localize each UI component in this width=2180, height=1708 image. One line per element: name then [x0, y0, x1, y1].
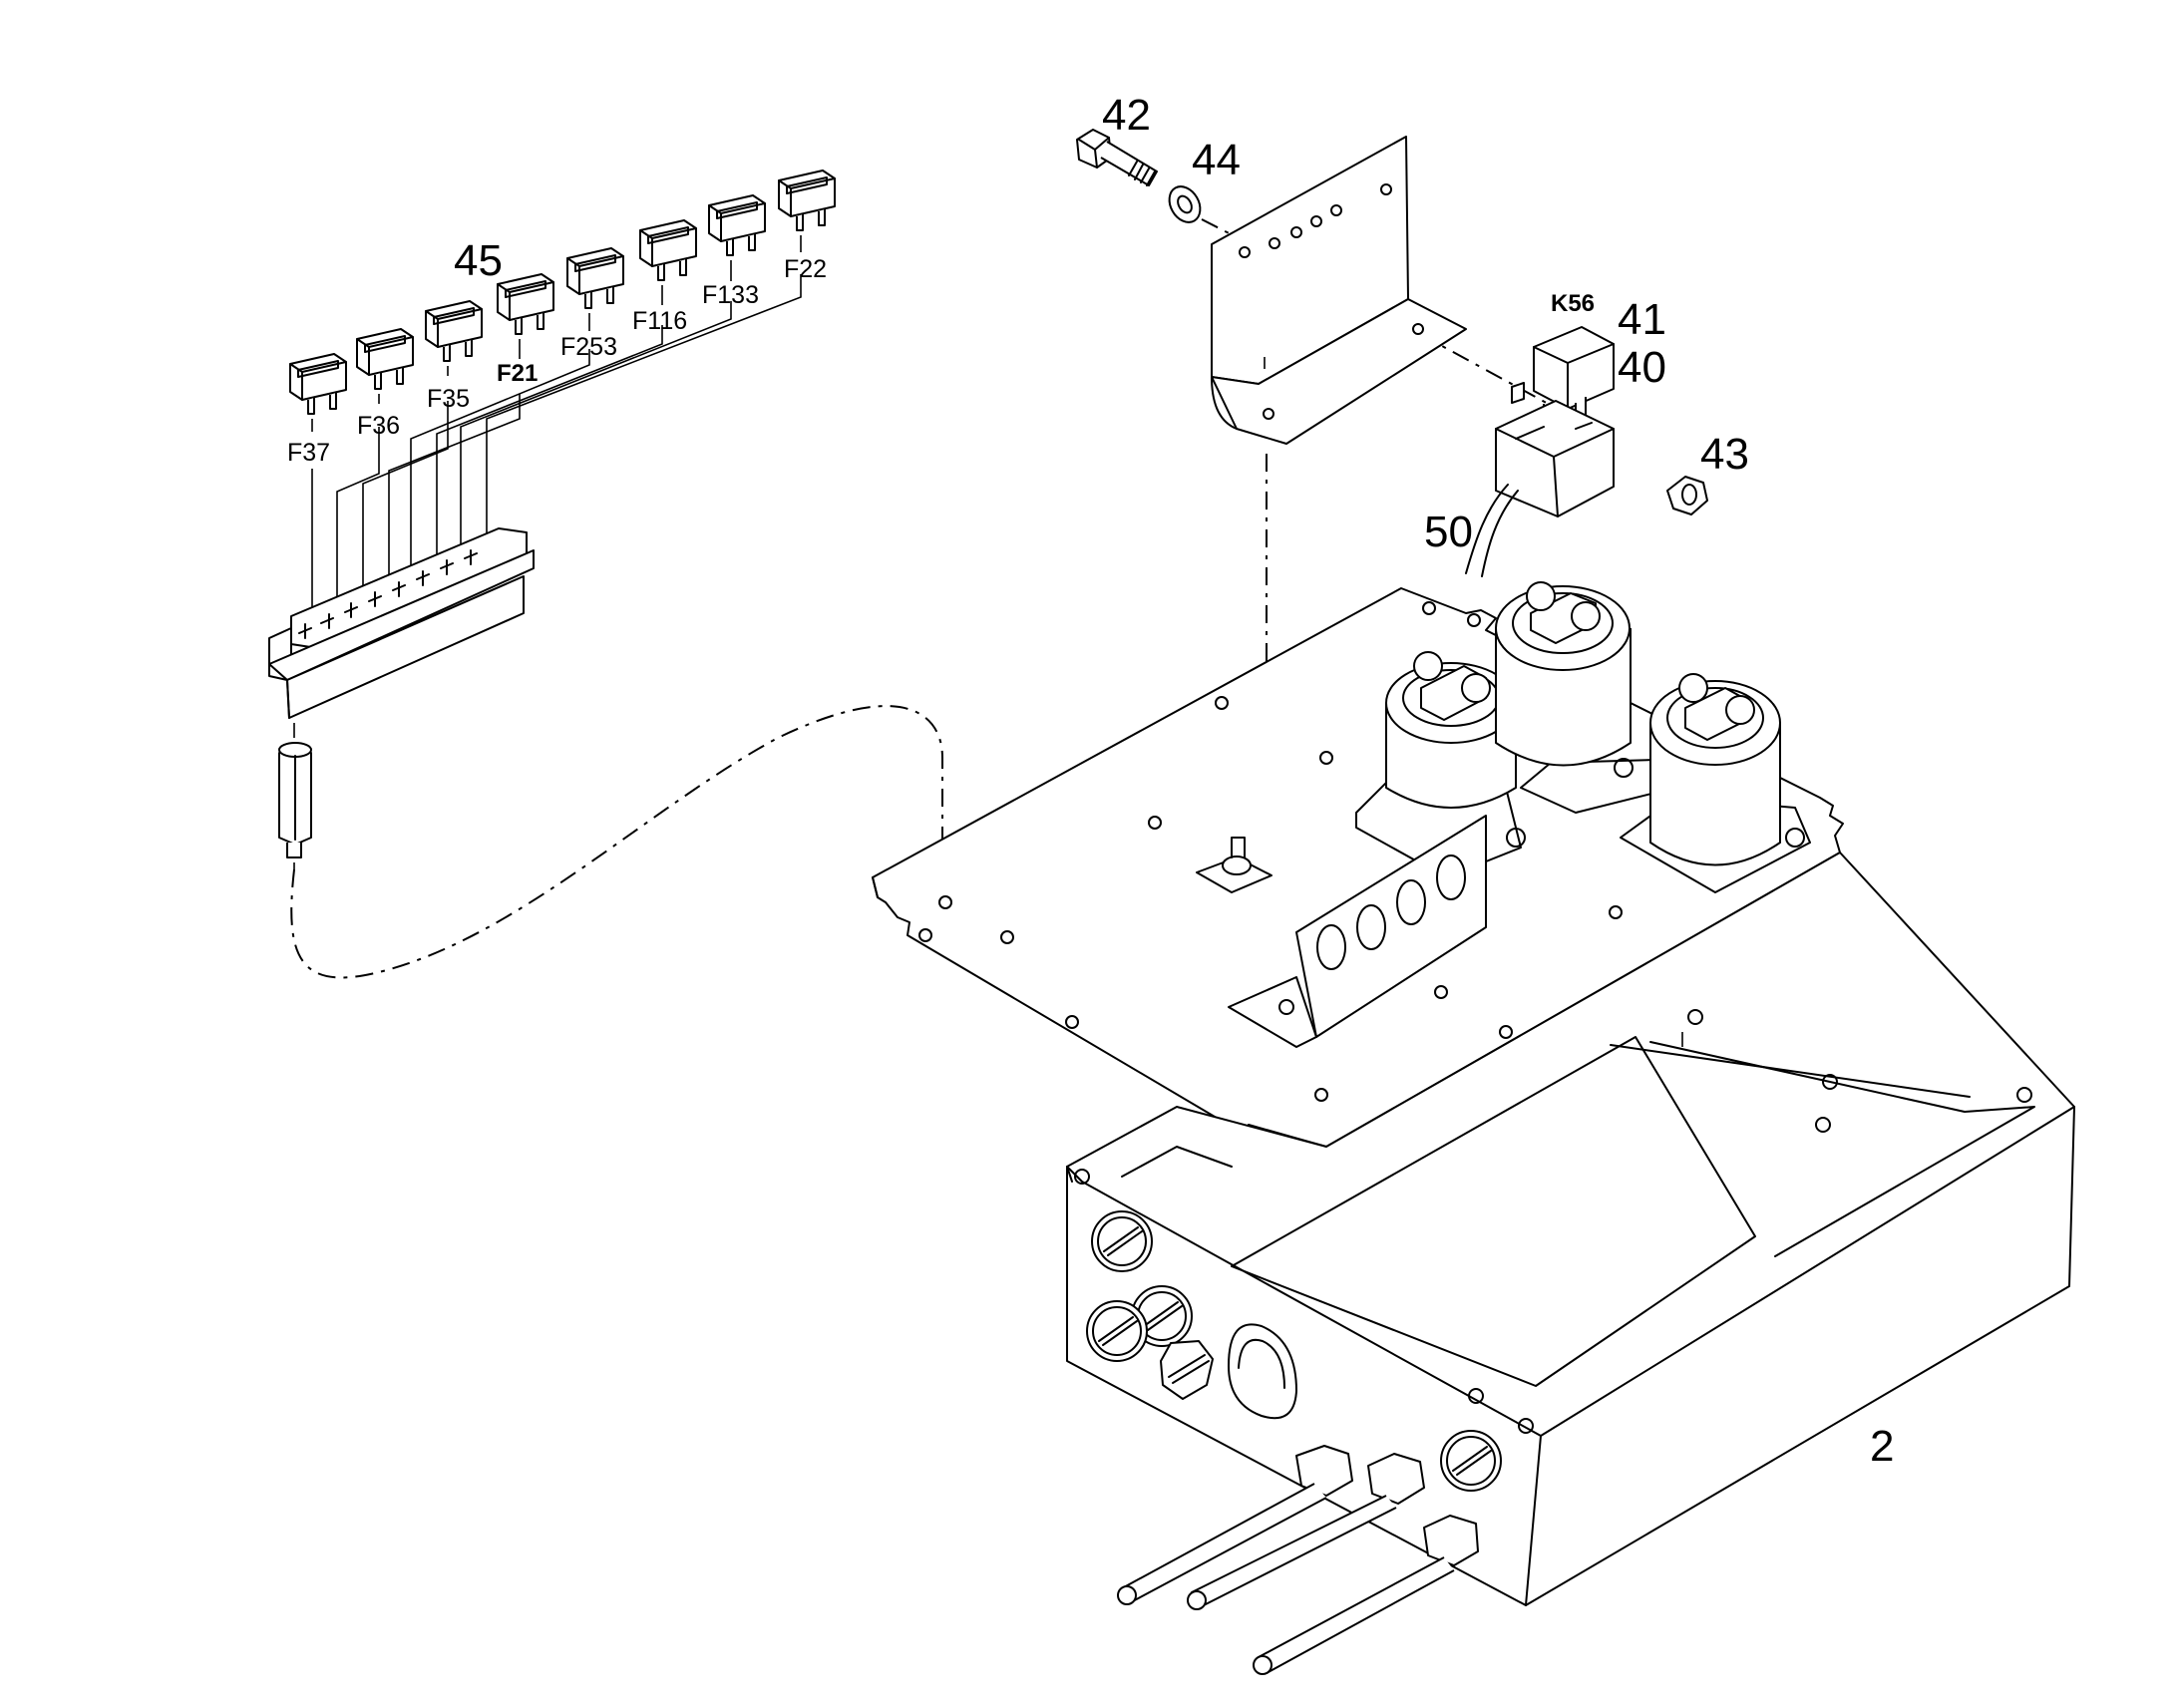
- label-f36: F36: [357, 412, 400, 440]
- fuse-f116: [639, 219, 697, 281]
- washer-44: [1168, 185, 1202, 223]
- fuse-f21: [497, 273, 554, 335]
- label-f116: F116: [632, 307, 687, 335]
- relay-socket-40: [1465, 400, 1615, 577]
- callout-2: 2: [1870, 1422, 1894, 1471]
- contactor-2: [1495, 581, 1676, 814]
- terminal-bracket: [1196, 815, 1487, 1048]
- fuse-f253: [566, 247, 624, 309]
- callout-43: 43: [1700, 430, 1749, 479]
- callout-50: 50: [1424, 508, 1473, 556]
- label-f37: F37: [287, 439, 330, 467]
- callout-45: 45: [454, 236, 503, 285]
- relay-mounting-bracket: [1211, 136, 1467, 445]
- label-f22: F22: [784, 255, 827, 283]
- cable-glands: [1086, 1210, 1502, 1566]
- enclosure-box-2: [1066, 852, 2075, 1606]
- callout-41: 41: [1618, 295, 1666, 344]
- bolt-42: [1076, 129, 1158, 186]
- fuse-f133: [708, 194, 766, 256]
- label-f133: F133: [702, 281, 759, 309]
- contactor-3: [1620, 673, 1811, 893]
- fuse-f37: [289, 353, 347, 415]
- fuse-f36: [356, 328, 414, 390]
- spacer-standoff: [278, 723, 312, 869]
- fuse-holder-block: [268, 527, 535, 719]
- label-f21: F21: [497, 360, 538, 387]
- nut-43: [1666, 476, 1708, 515]
- fuse-f35: [425, 300, 483, 362]
- mounting-path-line: [290, 705, 943, 979]
- callout-40: 40: [1618, 343, 1666, 392]
- fuse-f22: [778, 170, 836, 231]
- cables: [1117, 1483, 1455, 1675]
- fuse-leader-lines: [311, 235, 802, 618]
- callout-42: 42: [1102, 91, 1151, 140]
- label-f35: F35: [427, 385, 470, 413]
- callout-44: 44: [1192, 136, 1241, 184]
- label-k56: K56: [1551, 290, 1595, 317]
- label-f253: F253: [560, 333, 617, 361]
